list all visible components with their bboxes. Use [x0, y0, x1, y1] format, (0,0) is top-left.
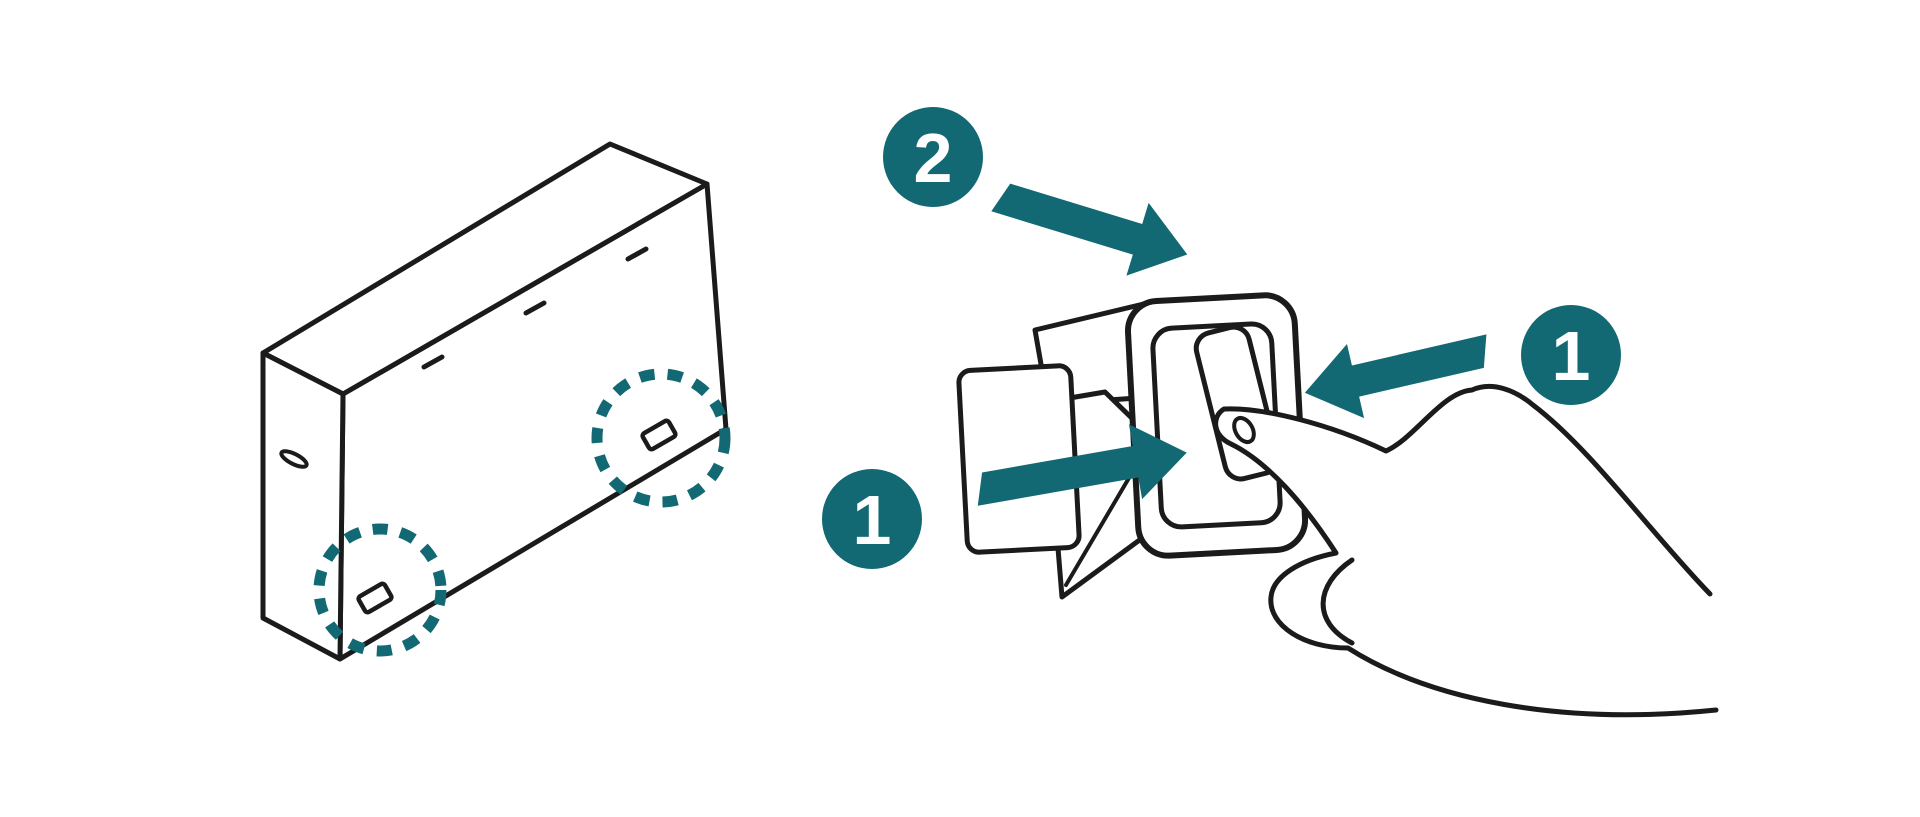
carton-vent-marks: [421, 246, 649, 370]
carton-handle-slot: [279, 449, 309, 469]
badge-step-1-right: 1: [1521, 305, 1621, 405]
badge-circle-icon: [822, 469, 922, 569]
step-badges: 2 1 1: [822, 107, 1621, 569]
latch-slot-icon: [640, 418, 678, 452]
badge-step-1-left-number: 1: [853, 481, 892, 559]
step1-left-press-arrow-icon: [977, 424, 1187, 506]
badge-step-2: 2: [883, 107, 983, 207]
carton-left-face: [260, 350, 346, 662]
dashed-highlight-circle-icon: [313, 523, 447, 657]
latch-slot-icon: [356, 581, 394, 615]
hand: [1213, 384, 1719, 718]
packing-card: [956, 363, 1082, 555]
hand-fill: [1215, 386, 1716, 715]
step2-push-arrow-icon: [991, 183, 1188, 276]
clip-removal-illustration: [956, 292, 1719, 718]
step-arrows: [977, 183, 1487, 506]
badge-step-1-left: 1: [822, 469, 922, 569]
badge-step-2-number: 2: [914, 119, 953, 197]
dashed-highlight-circle-icon: [591, 368, 731, 508]
latch-location-bottom-left: [313, 523, 447, 657]
step1-right-press-arrow-icon: [1304, 334, 1487, 419]
badge-circle-icon: [1521, 305, 1621, 405]
carton-illustration: [260, 141, 731, 662]
latch-location-right: [591, 368, 731, 508]
curled-finger-line: [1320, 557, 1355, 646]
flap-fold-line: [1064, 464, 1138, 587]
badge-circle-icon: [883, 107, 983, 207]
badge-step-1-right-number: 1: [1552, 317, 1591, 395]
hand-outline: [1213, 384, 1719, 718]
fingertip-nail: [1232, 415, 1256, 445]
